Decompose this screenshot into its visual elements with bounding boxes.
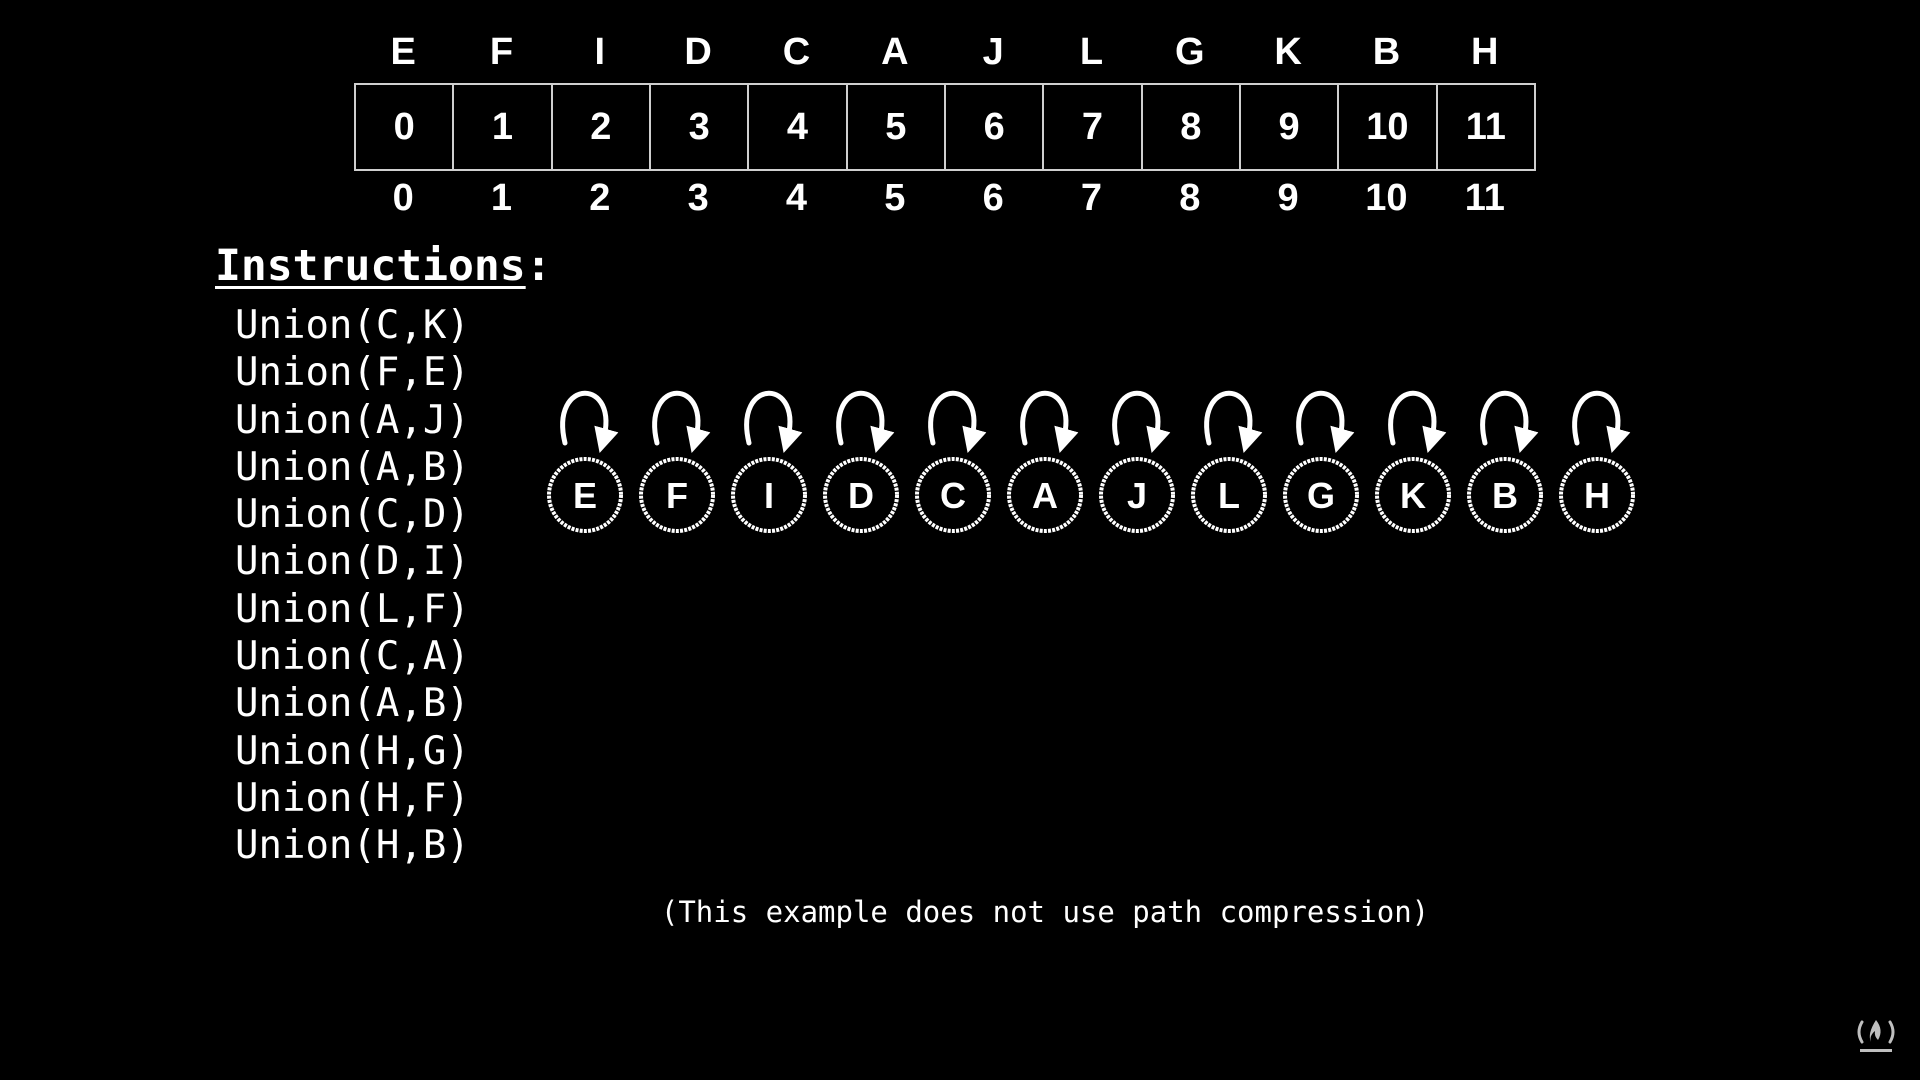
node-circle [823, 457, 899, 533]
array-label: L [1079, 31, 1104, 73]
array-index: 6 [982, 177, 1004, 219]
self-loop-arrow [652, 390, 711, 454]
node-label: I [764, 475, 774, 516]
array-labels: E F I D C A J L G K B H [354, 26, 1534, 78]
array-index: 3 [687, 177, 709, 219]
node-circle [547, 457, 623, 533]
instruction-item: Union(A,B) [235, 681, 470, 727]
instruction-item: Union(H,G) [235, 728, 470, 774]
array-cell: 1 [452, 85, 550, 169]
array-label: C [782, 31, 811, 73]
self-loop-arrow [560, 390, 619, 454]
parent-array: 0 1 2 3 4 5 6 7 8 9 10 11 [354, 83, 1536, 171]
array-indices: 0 1 2 3 4 5 6 7 8 9 10 11 [354, 172, 1534, 224]
node-label: H [1584, 475, 1610, 516]
node-circle [1007, 457, 1083, 533]
self-loop-arrow [1296, 390, 1355, 454]
node-label: D [848, 475, 874, 516]
array-index: 0 [392, 177, 414, 219]
array-cell: 5 [845, 85, 944, 169]
instruction-item: Union(A,B) [235, 444, 470, 490]
node-label: A [1032, 475, 1058, 516]
instructions-title: Instructions [215, 241, 526, 291]
instructions-list: Union(C,K) Union(F,E) Union(A,J) Union(A… [235, 302, 470, 870]
node-circle [1559, 457, 1635, 533]
array-label: I [594, 31, 606, 73]
node-circle [915, 457, 991, 533]
node-circle [1099, 457, 1175, 533]
self-loop-arrow [836, 390, 895, 454]
array-label: H [1471, 31, 1499, 73]
array-label: K [1274, 31, 1302, 73]
array-cell: 11 [1435, 85, 1534, 169]
node-circle [1283, 457, 1359, 533]
node-label: G [1307, 475, 1335, 516]
node-circle [1467, 457, 1543, 533]
instruction-item: Union(D,I) [235, 539, 470, 585]
instruction-item: Union(C,K) [235, 303, 470, 348]
instruction-item: Union(C,A) [235, 634, 470, 680]
array-label: B [1372, 31, 1401, 73]
node-label: K [1400, 475, 1426, 516]
array-index: 8 [1179, 177, 1201, 219]
array-cell: 2 [550, 85, 649, 169]
self-loop-arrow [1204, 390, 1263, 454]
array-cell: 4 [747, 85, 845, 169]
instruction-item: Union(F,E) [235, 350, 470, 396]
self-loop-arrow [1020, 390, 1079, 454]
array-index: 1 [490, 177, 513, 219]
array-cell: 9 [1238, 85, 1337, 169]
self-loop-arrow [1480, 390, 1539, 454]
self-loop-arrow [1112, 390, 1171, 454]
array-label: A [881, 31, 909, 73]
array-index: 9 [1277, 177, 1299, 219]
node-label: C [940, 475, 966, 516]
instruction-item: Union(H,B) [235, 823, 470, 869]
instructions-heading: Instructions: [215, 238, 552, 294]
array-cell: 3 [648, 85, 747, 169]
array-index: 4 [785, 177, 808, 219]
node-circle [1375, 457, 1451, 533]
node-label: J [1127, 475, 1147, 516]
array-index: 7 [1080, 177, 1103, 219]
array-label: D [684, 31, 712, 73]
array-label: J [982, 31, 1004, 73]
array-cell: 10 [1337, 85, 1435, 169]
instruction-item: Union(A,J) [235, 397, 470, 443]
array-index: 11 [1464, 177, 1505, 219]
array-cell: 8 [1140, 85, 1239, 169]
array-cell: 0 [393, 106, 415, 148]
array-label: F [489, 31, 514, 73]
self-loop-arrow [1572, 390, 1631, 454]
array-cell: 6 [943, 85, 1042, 169]
instruction-item: Union(C,D) [235, 492, 470, 538]
node-circle [1191, 457, 1267, 533]
path-compression-note: (This example does not use path compress… [660, 895, 1430, 929]
node-label: L [1218, 475, 1240, 516]
self-loop-arrow [1388, 390, 1447, 454]
node-label: F [666, 475, 688, 516]
array-index: 2 [589, 177, 611, 219]
array-cell: 7 [1042, 85, 1140, 169]
array-label: E [390, 31, 416, 73]
self-loop-arrow [744, 390, 803, 454]
instruction-item: Union(H,F) [235, 775, 470, 821]
node-label: E [573, 475, 597, 516]
freecodecamp-logo-icon [1857, 1020, 1895, 1052]
array-index: 10 [1365, 177, 1408, 219]
node-circle [639, 457, 715, 533]
array-label: G [1175, 31, 1205, 73]
self-loop-arrow [928, 390, 987, 454]
instruction-item: Union(L,F) [235, 586, 470, 632]
array-index: 5 [884, 177, 906, 219]
node-label: B [1492, 475, 1518, 516]
instructions-colon: : [525, 241, 552, 291]
node-circle [731, 457, 807, 533]
